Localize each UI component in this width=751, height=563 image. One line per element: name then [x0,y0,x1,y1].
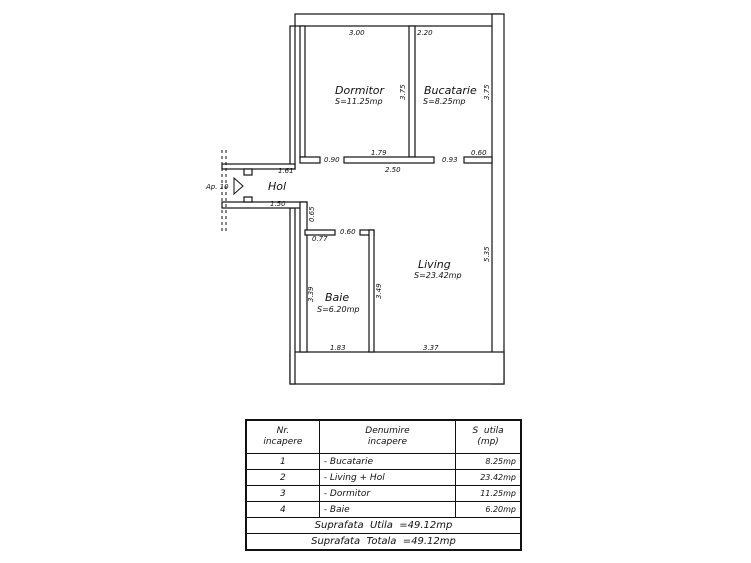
room-name-hol: Hol [268,180,286,193]
header-nr: Nr. incapere [245,419,320,454]
entrance-arrow-icon [221,150,244,234]
dim-baie-door-b: 0.60 [340,228,356,236]
wall-bottom [289,351,505,385]
wall-hol-corridor-bottom [221,201,308,209]
row-nr: 4 [245,501,320,518]
door-jamb-bottom [243,196,253,203]
wall-hol-top-a [299,156,321,164]
wall-top [294,13,501,27]
dim-baie-left: 3.39 [307,286,315,302]
table-row: 4 - Baie 6.20mp [245,501,522,518]
header-s-line2: (mp) [477,437,499,447]
suprafata-utila: Suprafata Utila =49.12mp [245,517,522,534]
header-nr-line1: Nr. [276,426,290,436]
wall-left-lower [289,207,296,385]
wall-dorm-left [299,25,306,158]
dim-hol-top: 1.61 [278,167,294,175]
total-totala-row: Suprafata Totala =49.12mp [245,533,522,551]
row-name: - Baie [318,501,457,518]
wall-dorm-buc [408,25,416,158]
header-nr-line2: incapere [263,437,303,447]
room-name-baie: Baie [325,291,349,304]
room-table: Nr. incapere Denumire incapere S utila (… [245,419,522,551]
row-area: 23.42mp [455,469,522,486]
header-den-line2: incapere [367,437,408,447]
dim-door-d: 0.60 [471,149,487,157]
wall-hol-top-c [463,156,493,164]
row-name: - Living + Hol [318,469,457,486]
wall-baie-left [299,201,308,353]
wall-baie-right [368,229,375,353]
dim-baie-door-a: 0.77 [312,235,328,243]
door-jamb-top [243,168,253,176]
dim-dormitor-side: 3.75 [399,84,407,100]
table-row: 3 - Dormitor 11.25mp [245,485,522,502]
room-name-dormitor: Dormitor [335,84,386,97]
header-den-line1: Denumire [365,426,410,436]
row-area: 6.20mp [455,501,522,518]
row-nr: 2 [245,469,320,486]
wall-left-upper [289,25,296,170]
wall-right [491,13,505,385]
header-denumire: Denumire incapere [318,419,457,454]
header-suprafata: S utila (mp) [455,419,522,454]
dim-hol-mid: 2.50 [385,166,401,174]
table-row: 1 - Bucatarie 8.25mp [245,453,522,470]
total-utila-row: Suprafata Utila =49.12mp [245,517,522,534]
room-area-living: S=23.42mp [414,271,462,280]
wall-hol-corridor-top [221,163,296,170]
dim-dormitor-top: 3.00 [349,29,365,37]
row-nr: 1 [245,453,320,470]
dim-door-b: 1.79 [371,149,387,157]
entrance-label: Ap. 10 [205,183,229,191]
room-area-baie: S=6.20mp [317,305,359,314]
row-nr: 3 [245,485,320,502]
floor-plan: Ap. 10 Dormitor S=11.25mp Bucatarie S=8.… [205,13,505,385]
row-name: - Bucatarie [318,453,457,470]
room-name-bucatarie: Bucatarie [424,84,477,97]
header-s-line1: S utila [472,426,504,436]
walls [221,13,505,385]
dim-hol-side: 0.65 [308,206,316,222]
dim-bucatarie-top: 2.20 [417,29,433,37]
dim-door-a: 0.90 [324,156,340,164]
suprafata-totala: Suprafata Totala =49.12mp [245,533,522,551]
dim-door-c: 0.93 [442,156,458,164]
row-area: 11.25mp [455,485,522,502]
dim-bucatarie-side: 3.75 [483,84,491,100]
room-name-living: Living [418,258,451,271]
table-header-row: Nr. incapere Denumire incapere S utila (… [245,419,522,454]
room-area-dormitor: S=11.25mp [335,97,383,106]
wall-hol-top-b [343,156,435,164]
wall-baie-top-a [304,229,336,236]
room-area-bucatarie: S=8.25mp [423,97,465,106]
row-name: - Dormitor [318,485,457,502]
dim-hol-bottom: 1.50 [270,200,286,208]
table-row: 2 - Living + Hol 23.42mp [245,469,522,486]
row-area: 8.25mp [455,453,522,470]
dim-baie-right: 3.49 [375,283,383,299]
dim-living-side: 5.35 [483,246,491,262]
dim-living-bottom: 3.37 [423,344,439,352]
dim-baie-bottom: 1.83 [330,344,346,352]
